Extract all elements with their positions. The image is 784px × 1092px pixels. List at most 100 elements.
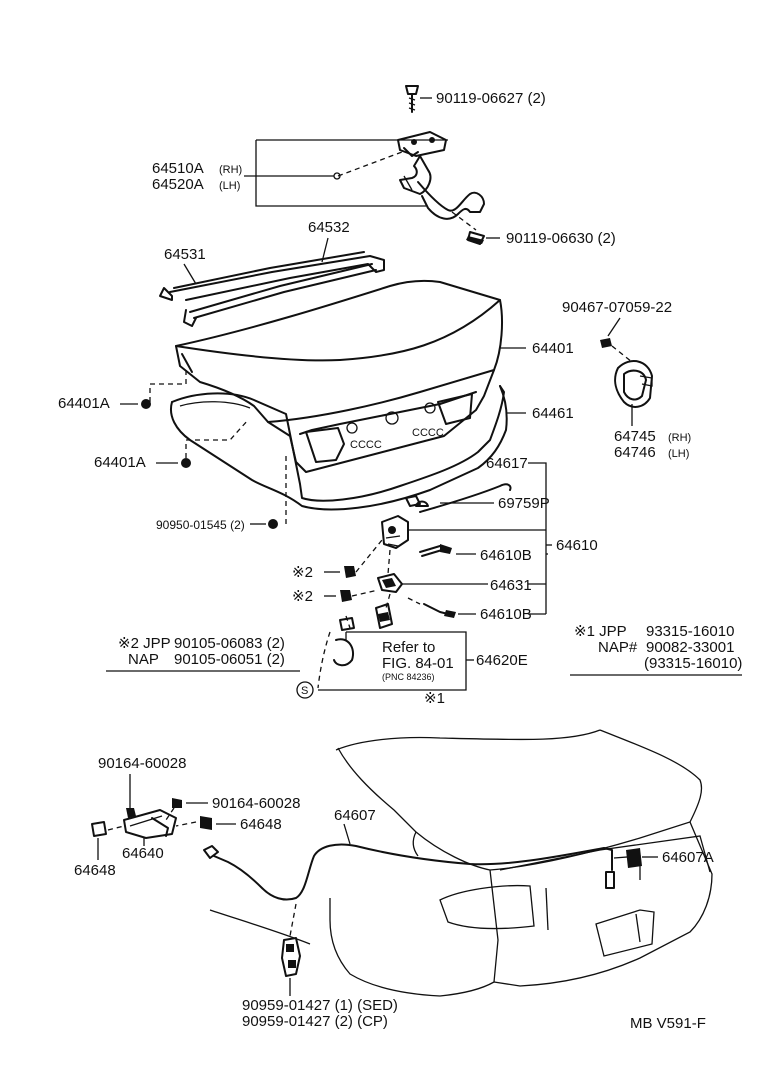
refer-line-2: FIG. 84-01 xyxy=(382,655,454,672)
torsion-bar-64531 xyxy=(183,263,377,327)
bolt-ref2-a xyxy=(344,566,356,578)
dash-hinge-bolt xyxy=(451,211,477,231)
label-64648-b: 64648 xyxy=(74,862,116,879)
label-64531: 64531 xyxy=(164,246,206,263)
screw-90164-a xyxy=(126,808,136,818)
label-64532: 64532 xyxy=(308,219,350,236)
dash-64745 xyxy=(611,345,633,363)
label-ref2-b: ※2 xyxy=(292,588,313,605)
screw-90164-b xyxy=(172,798,182,808)
label-64631: 64631 xyxy=(490,577,532,594)
lock-64610 xyxy=(381,515,409,549)
figure-code: MB V591-F xyxy=(630,1015,706,1032)
bolt-ref2-b xyxy=(340,590,352,602)
refer-line-1: Refer to xyxy=(382,639,435,656)
label-64401: 64401 xyxy=(532,340,574,357)
leader-64531 xyxy=(183,263,197,285)
torsion-bar-64532 xyxy=(159,251,385,301)
label-64610B-1: 64610B xyxy=(480,547,532,564)
cable-64607 xyxy=(203,843,642,901)
cable-clamp-90959-01427 xyxy=(281,937,301,977)
rod-clip-69759P xyxy=(405,495,421,507)
note1-line1-label: ※1 JPP xyxy=(574,623,627,640)
label-64510A: 64510A xyxy=(152,160,204,177)
s-mark-circle xyxy=(296,681,314,699)
clip-90467-07059-22 xyxy=(600,338,612,348)
hinge-bolt-90119-06630 xyxy=(466,231,485,245)
label-64745: 64745 xyxy=(614,428,656,445)
label-64746: 64746 xyxy=(614,444,656,461)
s-mark: S xyxy=(301,685,308,697)
cap-64648-left xyxy=(91,821,107,837)
note2-line2-part: 90105-06051 (2) xyxy=(174,651,285,668)
label-64617: 64617 xyxy=(486,455,528,472)
label-64520A: 64520A xyxy=(152,176,204,193)
car-body-outline xyxy=(209,729,713,997)
plug-90950-01545 xyxy=(268,519,278,529)
leader-64607 xyxy=(343,823,351,845)
dash-ref2-a xyxy=(355,539,383,573)
label-64401A-2: 64401A xyxy=(94,454,146,471)
refer-line-3: (PNC 84236) xyxy=(382,672,435,682)
lock-bolt-64610B-2 xyxy=(423,603,456,618)
label-64745-side: (RH) xyxy=(668,432,691,444)
dash-64401A-1 xyxy=(149,366,187,402)
cable-grommet-64607A xyxy=(626,848,642,868)
dash-90164-b xyxy=(165,807,175,821)
label-64746-side: (LH) xyxy=(668,448,689,460)
note1-line2-label: NAP# xyxy=(598,639,638,656)
note2-line2-label: NAP xyxy=(128,651,159,668)
label-64607A: 64607A xyxy=(662,849,714,866)
dash-hinge xyxy=(337,151,403,177)
label-90467-07059-22: 90467-07059-22 xyxy=(562,299,672,316)
label-64610: 64610 xyxy=(556,537,598,554)
dash-to-s xyxy=(317,631,331,689)
note1-line1-part: 93315-16010 xyxy=(646,623,734,640)
lock-bracket-64631 xyxy=(377,573,403,593)
lock-bolt-64610B-1 xyxy=(419,544,452,557)
dash-clamp xyxy=(289,903,297,937)
dash-64401A-2 xyxy=(185,419,249,458)
label-ref1: ※1 xyxy=(424,690,445,707)
lid-emblem-2: CCCC xyxy=(412,427,444,439)
cushion-64401A-2 xyxy=(181,458,191,468)
label-90119-06627: 90119-06627 (2) xyxy=(436,90,546,107)
hinge-64510A xyxy=(397,131,485,220)
weatherstrip-64461 xyxy=(170,385,508,511)
dash-ref2-b xyxy=(351,589,379,597)
label-64620E: 64620E xyxy=(476,652,528,669)
label-69759P: 69759P xyxy=(498,495,550,512)
label-64461: 64461 xyxy=(532,405,574,422)
note1-line3: (93315-16010) xyxy=(644,655,742,672)
label-64607: 64607 xyxy=(334,807,376,824)
label-90164-b: 90164-60028 xyxy=(212,795,300,812)
label-ref2-a: ※2 xyxy=(292,564,313,581)
leader-90467 xyxy=(607,317,621,337)
note2-line1-label: ※2 JPP xyxy=(118,635,171,652)
hinge-pin xyxy=(333,172,341,180)
lid-emblem-1: CCCC xyxy=(350,439,382,451)
dash-bolt xyxy=(407,597,421,605)
label-64520A-side: (LH) xyxy=(219,180,240,192)
opener-lever-64640 xyxy=(123,809,177,839)
label-90950-01545: 90950-01545 (2) xyxy=(156,518,245,532)
striker-cable-clip xyxy=(333,638,354,667)
lock-rod-64617 xyxy=(415,483,512,513)
label-64648-a: 64648 xyxy=(240,816,282,833)
label-90959-b: 90959-01427 (2) (CP) xyxy=(242,1013,388,1030)
note1-line2-part: 90082-33001 xyxy=(646,639,734,656)
refer-box xyxy=(318,631,467,691)
dash-lock xyxy=(385,549,391,609)
bracket-64610 xyxy=(528,462,547,614)
label-90119-06630: 90119-06630 (2) xyxy=(506,230,616,247)
striker-bolt xyxy=(339,617,355,631)
label-90959-a: 90959-01427 (1) (SED) xyxy=(242,997,398,1014)
label-64510A-side: (RH) xyxy=(219,164,242,176)
dash-64648-right xyxy=(175,821,197,827)
label-64610B-2: 64610B xyxy=(480,606,532,623)
dash-64648-left xyxy=(107,825,125,831)
label-64401A-1: 64401A xyxy=(58,395,110,412)
label-64640: 64640 xyxy=(122,845,164,862)
bracket-64510A xyxy=(255,139,448,207)
